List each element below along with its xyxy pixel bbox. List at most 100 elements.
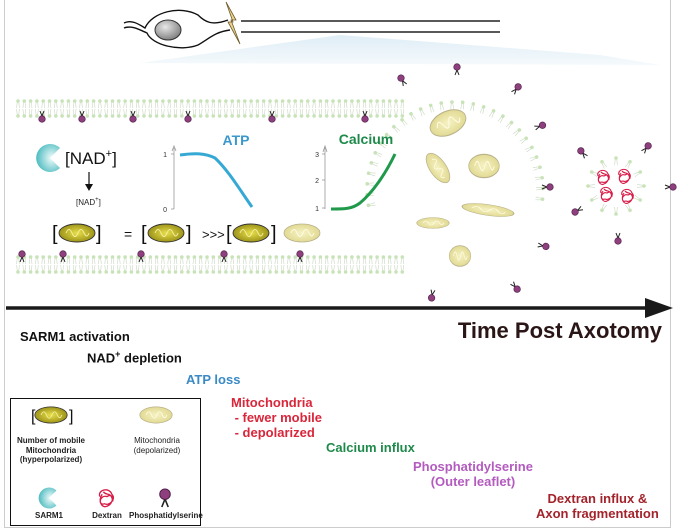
- event-mitochondria: Mitochondria - fewer mobile - depolarize…: [231, 395, 322, 441]
- lipid: [274, 264, 279, 275]
- lipid: [459, 100, 465, 110]
- legend-ps-icon: [158, 488, 172, 508]
- event-calcium-influx: Calcium influx: [326, 440, 415, 455]
- lipid: [588, 169, 600, 178]
- dextran-icon: [597, 169, 610, 185]
- lightning-bolt-icon: [225, 1, 241, 45]
- dextran-icon: [600, 186, 613, 202]
- lipid: [141, 108, 147, 119]
- phosphatidylserine-icon: [220, 250, 228, 263]
- lipid: [47, 264, 52, 275]
- lipid: [66, 254, 71, 265]
- lipid: [59, 264, 65, 275]
- atp-plot-title: ATP: [223, 132, 250, 148]
- lipid: [305, 264, 310, 275]
- lipid: [141, 264, 147, 275]
- legend-mito-depol-icon: [139, 406, 173, 424]
- time-arrow: [6, 298, 673, 318]
- lipid: [375, 254, 380, 265]
- lipid: [236, 108, 241, 119]
- lipid: [318, 108, 323, 119]
- lipid: [393, 264, 399, 275]
- nad-text: NAD: [87, 350, 116, 366]
- lipid: [249, 264, 254, 275]
- lipid: [97, 108, 103, 119]
- legend-mito-active-icon: [34, 406, 68, 424]
- lipid: [599, 158, 608, 170]
- mito-active-icon: [147, 223, 185, 243]
- lipid: [400, 98, 405, 109]
- phosphatidylserine-icon: [427, 288, 437, 303]
- lipid: [104, 254, 109, 265]
- lipid: [375, 98, 380, 109]
- lipid: [343, 108, 348, 119]
- lipid: [368, 264, 373, 275]
- lipid: [366, 170, 377, 177]
- lipid: [59, 108, 65, 119]
- lipid: [154, 108, 159, 119]
- lipid: [167, 254, 172, 265]
- lipid: [613, 155, 619, 166]
- lipid: [186, 264, 191, 275]
- lipid: [192, 254, 197, 265]
- lipid: [242, 254, 247, 265]
- dextran-icon: [618, 168, 631, 184]
- lipid: [261, 98, 266, 109]
- lipid: [274, 98, 279, 109]
- lipid: [261, 264, 266, 275]
- lipid: [632, 194, 644, 203]
- lipid: [47, 254, 52, 265]
- lipid: [85, 264, 90, 275]
- lipid: [192, 264, 197, 275]
- event-atp-loss: ATP loss: [186, 372, 241, 387]
- lipid: [230, 98, 235, 109]
- lipid: [337, 254, 342, 265]
- event-sarm1-activation: SARM1 activation: [20, 329, 130, 344]
- neuron-schematic: [123, 1, 660, 65]
- atp-plot: ATP 1 0: [163, 132, 254, 214]
- lipid: [534, 175, 545, 181]
- legend-dextran-label: Dextran: [92, 511, 122, 520]
- svg-text:[: [: [52, 223, 58, 245]
- phosphatidylserine-icon: [509, 81, 524, 96]
- event-dextran-influx: Dextran influx & Axon fragmentation: [536, 491, 659, 522]
- lipid: [368, 160, 379, 167]
- lipid: [312, 254, 317, 265]
- lipid: [186, 98, 191, 109]
- lipid: [204, 264, 210, 275]
- lipid: [249, 254, 254, 265]
- lipid: [91, 264, 96, 275]
- lipid: [330, 254, 336, 265]
- lipid: [78, 254, 84, 265]
- lipid: [91, 108, 96, 119]
- phosphatidylserine-icon: [664, 183, 677, 191]
- mito-line-1: Mitochondria: [231, 395, 313, 410]
- lipid: [364, 181, 375, 187]
- lipid: [22, 98, 27, 109]
- equals-sign: =: [124, 226, 132, 242]
- lipid: [381, 264, 386, 275]
- legend-icons: [ ]: [31, 406, 173, 509]
- lipid: [368, 98, 373, 109]
- sarm1-icon: [36, 143, 60, 172]
- lipid: [305, 108, 310, 119]
- lipid: [204, 254, 210, 265]
- lipid: [255, 254, 260, 265]
- lipid: [497, 113, 506, 124]
- lipid: [449, 99, 455, 110]
- lipid: [636, 183, 647, 189]
- lipid: [66, 264, 71, 275]
- lipid: [59, 98, 65, 109]
- lipid: [387, 108, 392, 119]
- event-phosphatidylserine: Phosphatidylserine (Outer leaflet): [413, 459, 533, 490]
- phosphatidylserine-icon: [268, 110, 276, 123]
- lipid: [217, 254, 222, 265]
- lipid: [97, 254, 103, 265]
- lipid: [72, 254, 77, 265]
- lipid: [249, 98, 254, 109]
- lipid: [324, 108, 329, 119]
- lipid: [469, 101, 476, 112]
- lipid: [312, 98, 317, 109]
- svg-text:]: ]: [96, 223, 102, 245]
- lipid: [236, 98, 241, 109]
